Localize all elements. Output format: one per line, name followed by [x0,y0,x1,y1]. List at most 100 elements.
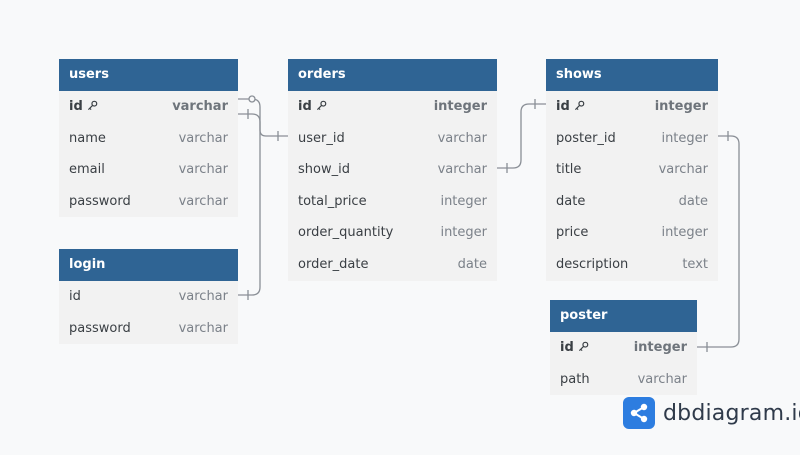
field-name: id [69,281,81,313]
field-name-text: title [556,162,582,178]
field-name: price [556,217,588,249]
key-icon [570,99,585,114]
field-name-text: order_quantity [298,225,394,241]
rel-users-orders-zero-marker [248,95,256,103]
field-name: id [556,91,585,123]
field-name-text: order_date [298,256,369,272]
field-row[interactable]: price integer [546,217,718,249]
field-row[interactable]: password varchar [59,186,238,218]
field-type: integer [661,225,708,241]
field-name-text: id [69,99,83,114]
field-name: order_date [298,249,368,281]
field-type: integer [661,130,708,146]
field-type: date [457,256,487,272]
field-name-text: show_id [298,162,350,178]
field-name: order_quantity [298,217,393,249]
field-row[interactable]: path varchar [550,364,697,396]
field-row[interactable]: order_quantity integer [288,217,497,249]
field-row[interactable]: description text [546,249,718,281]
field-type: varchar [178,193,228,209]
rel-users-login [238,113,261,296]
field-type: varchar [658,162,708,178]
field-row[interactable]: title varchar [546,154,718,186]
field-name-text: description [556,256,629,272]
field-name: password [69,313,131,345]
field-name-text: name [69,130,106,146]
share-icon [623,397,655,429]
field-type: varchar [437,162,487,178]
brand-name: dbdiagram.io [663,400,800,426]
field-name-text: email [69,162,105,178]
field-row[interactable]: order_date date [288,249,497,281]
field-row[interactable]: total_price integer [288,186,497,218]
field-type: integer [433,99,487,114]
field-type: date [678,193,708,209]
field-row[interactable]: id integer [546,91,718,123]
field-name-text: user_id [298,130,345,146]
field-name: description [556,249,628,281]
field-name-text: id [69,289,81,304]
field-name-text: password [69,193,131,209]
table-header-shows[interactable]: shows [546,59,718,91]
field-row[interactable]: poster_id integer [546,123,718,155]
field-type: varchar [178,130,228,146]
field-name: path [560,364,590,396]
brand-logo[interactable]: dbdiagram.io [623,397,800,429]
table-header-orders[interactable]: orders [288,59,497,91]
field-name: total_price [298,186,367,218]
field-type: varchar [172,99,228,114]
field-name: email [69,154,105,186]
field-name-text: path [560,371,590,387]
rel-users-orders [238,98,288,137]
field-row[interactable]: id integer [288,91,497,123]
field-type: varchar [178,162,228,178]
table-header-poster[interactable]: poster [550,300,697,332]
field-name: user_id [298,123,345,155]
field-type: varchar [637,371,687,387]
table-header-users[interactable]: users [59,59,238,91]
field-name: date [556,186,585,218]
field-row[interactable]: show_id varchar [288,154,497,186]
field-type: text [682,256,708,272]
field-row[interactable]: password varchar [59,313,238,345]
key-icon [83,99,98,114]
field-name: id [298,91,327,123]
field-name: name [69,123,106,155]
field-name: poster_id [556,123,616,155]
field-name: title [556,154,581,186]
field-type: integer [654,99,708,114]
rel-orders-shows [497,103,546,169]
field-name-text: id [556,99,570,114]
field-type: varchar [178,289,228,304]
table-header-login[interactable]: login [59,249,238,281]
table-login[interactable]: login id varchar password varchar [59,249,238,345]
table-poster[interactable]: poster id integer path varchar [550,300,697,396]
field-row[interactable]: id integer [550,332,697,364]
field-row[interactable]: name varchar [59,123,238,155]
field-name-text: date [556,193,586,209]
field-row[interactable]: id varchar [59,281,238,313]
field-name-text: id [560,340,574,355]
field-name: show_id [298,154,350,186]
key-icon [312,99,327,114]
rel-shows-poster [697,135,740,348]
field-type: integer [633,340,687,355]
key-icon [574,340,589,355]
field-name-text: total_price [298,193,367,209]
field-row[interactable]: id varchar [59,91,238,123]
field-row[interactable]: user_id varchar [288,123,497,155]
field-name-text: poster_id [556,130,616,146]
field-name: password [69,186,131,218]
field-type: integer [440,225,487,241]
field-type: varchar [437,130,487,146]
field-name-text: id [298,99,312,114]
field-row[interactable]: email varchar [59,154,238,186]
field-type: integer [440,193,487,209]
field-name-text: price [556,225,589,241]
field-row[interactable]: date date [546,186,718,218]
field-type: varchar [178,320,228,336]
